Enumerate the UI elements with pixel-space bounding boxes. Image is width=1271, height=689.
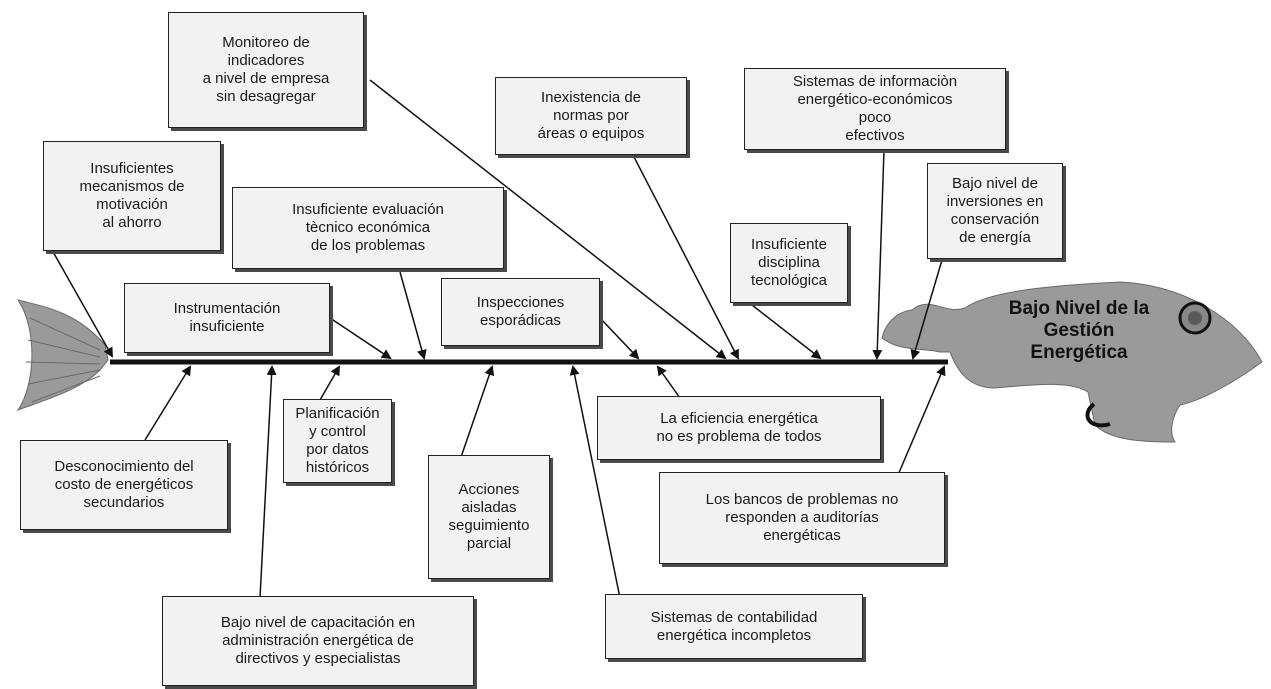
cause-box: Inspecciones esporádicas xyxy=(441,278,600,346)
cause-box: Monitoreo de indicadores a nivel de empr… xyxy=(168,12,364,128)
fish-head xyxy=(881,281,1263,443)
cause-box: Sistemas de contabilidad energética inco… xyxy=(605,594,863,659)
cause-box: Bajo nivel de inversiones en conservació… xyxy=(927,163,1063,259)
effect-label: Bajo Nivel de la Gestión Energética xyxy=(1008,298,1150,363)
cause-box: Instrumentación insuficiente xyxy=(124,283,330,353)
cause-box: Bajo nivel de capacitación en administra… xyxy=(162,596,474,686)
fish-tail xyxy=(16,299,109,412)
cause-box: Insuficiente disciplina tecnológica xyxy=(730,223,848,303)
cause-box: Insuficiente evaluación tècnico económic… xyxy=(232,187,504,269)
cause-box: Inexistencia de normas por áreas o equip… xyxy=(495,77,687,155)
cause-box: Planificación y control por datos histór… xyxy=(283,399,392,483)
cause-box: Los bancos de problemas no responden a a… xyxy=(659,472,945,564)
cause-box: La eficiencia energética no es problema … xyxy=(597,396,881,460)
cause-box: Insuficientes mecanismos de motivación a… xyxy=(43,141,221,251)
cause-box: Acciones aisladas seguimiento parcial xyxy=(428,455,550,579)
cause-box: Desconocimiento del costo de energéticos… xyxy=(20,440,228,530)
cause-box: Sistemas de informaciòn energético-econó… xyxy=(744,68,1006,150)
